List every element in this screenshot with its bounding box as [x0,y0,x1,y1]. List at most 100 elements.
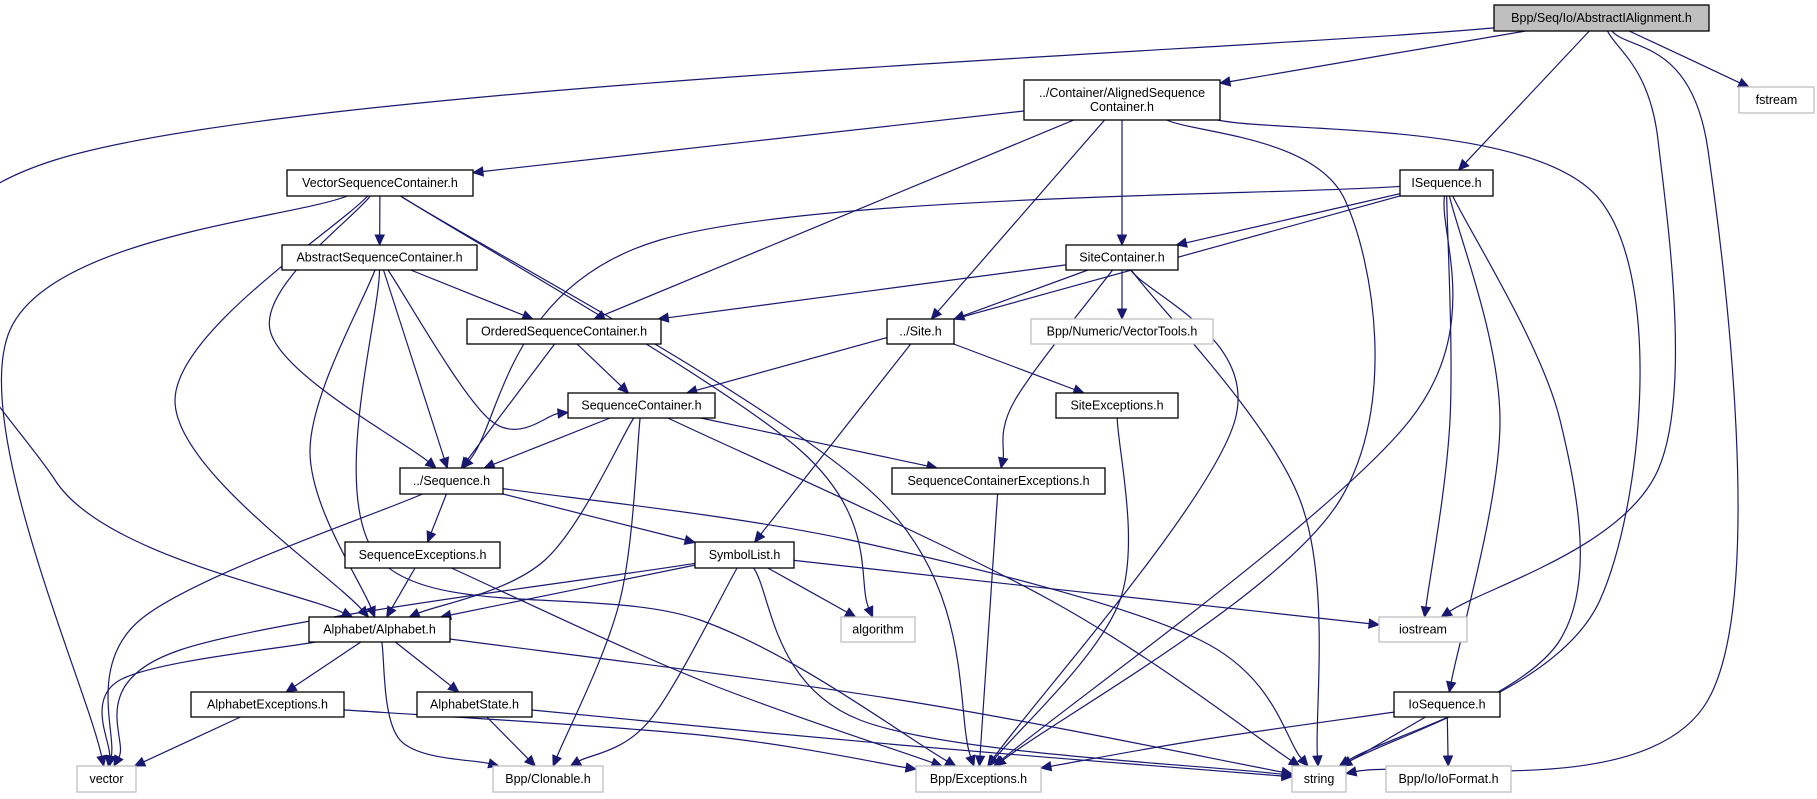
node-vsc[interactable]: VectorSequenceContainer.h [286,169,474,197]
arrowhead-vsc-to-asc [374,234,385,247]
arrowhead-root-to-string [1344,766,1358,777]
edge-alpha-to-alphaexc [294,641,362,687]
node-label-ioseq: IoSequence.h [1408,698,1485,712]
node-sc[interactable]: SequenceContainer.h [567,392,716,419]
node-label-aligned: ../Container/AlignedSequence [1039,86,1205,100]
edge-sc-to-scexc [700,417,928,467]
edge-osc-to-sc [576,343,622,387]
edge-sitec-to-scexc [1002,269,1114,459]
edge-symlist-to-algorithm [767,567,848,613]
node-scexc[interactable]: SequenceContainerExceptions.h [891,467,1106,495]
node-label-string: string [1304,772,1335,786]
node-sitec[interactable]: SiteContainer.h [1065,244,1179,271]
edge-alphastate-to-string [531,709,1283,777]
node-label-seq: ../Sequence.h [413,474,490,488]
edge-ioseq-to-exceptions [1050,711,1395,767]
node-box-string [1291,765,1347,793]
edge-iseq-to-iostream [1425,195,1452,608]
arrowhead-ioseq-to-string [1340,756,1354,767]
node-alpha[interactable]: Alphabet/Alphabet.h [308,616,451,643]
arrowhead-asc-to-osc [521,310,534,321]
node-symlist[interactable]: SymbolList.h [694,541,795,569]
edge-osc-to-seq [466,343,556,461]
node-label-symlist: SymbolList.h [709,548,781,562]
arrowhead-vsc-to-vector [96,754,107,768]
node-osc[interactable]: OrderedSequenceContainer.h [466,318,662,345]
edge-aligned-to-vsc [482,110,1025,173]
arrowhead-sitec-to-string [1312,755,1323,768]
arrowhead-osc-to-sc [617,381,630,394]
edge-scexc-to-exceptions [979,493,999,757]
edge-seq-to-seqexc [430,493,447,533]
node-box-asc [281,244,478,271]
node-string: string [1291,765,1347,793]
arrowhead-iseq-to-iostream [1420,605,1432,619]
edge-sitec-to-exceptions [993,269,1239,759]
node-box-scexc [891,467,1106,495]
node-iseq[interactable]: ISequence.h [1399,169,1494,197]
arrowhead-seqexc-to-alpha [386,605,397,619]
nodes-layer: Bpp/Seq/Io/AbstractIAlignment.h fstream..… [76,4,1815,793]
arrowhead-root-to-iseq [1457,158,1470,171]
node-root[interactable]: Bpp/Seq/Io/AbstractIAlignment.h [1493,4,1710,32]
node-label-sc: SequenceContainer.h [581,399,701,413]
arrowhead-seq-to-string [1296,754,1309,767]
node-alphastate[interactable]: AlphabetState.h [416,691,533,718]
edge-aligned-to-osc [603,119,1075,316]
node-vtools: Bpp/Numeric/VectorTools.h [1030,318,1214,345]
node-alphaexc[interactable]: AlphabetExceptions.h [190,691,345,718]
edge-aligned-to-site [937,119,1106,312]
node-fstream: fstream [1738,86,1815,114]
arrowhead-sc-to-string [1287,755,1301,767]
arrowhead-symlist-to-clonable [569,756,583,767]
node-label-siteexc: SiteExceptions.h [1070,399,1163,413]
edge-sc-to-alpha [418,417,635,614]
node-label-site: ../Site.h [899,325,941,339]
node-seqexc[interactable]: SequenceExceptions.h [344,541,501,569]
node-label-algorithm: algorithm [852,623,903,637]
edge-vsc-to-algorithm [400,195,870,609]
edge-site-to-symlist [760,343,912,535]
arrowhead-alphastate-to-clonable [523,754,537,767]
node-box-seq [399,467,504,495]
arrowhead-sc-to-alpha [408,608,421,618]
edge-root-to-iostream [1449,30,1677,612]
arrowhead-seq-to-symlist [683,534,697,546]
edge-asc-to-sc [387,269,559,430]
arrowhead-sc-to-clonable [552,754,562,768]
edge-ioseq-to-ioformat [1446,716,1449,757]
node-box-symlist [694,541,795,569]
edge-symlist-to-clonable [578,567,738,762]
node-box-seqexc [344,541,501,569]
edge-alpha-to-string [449,638,1283,773]
edge-iseq-to-sitec [1186,193,1401,244]
node-seq[interactable]: ../Sequence.h [399,467,504,495]
node-vector: vector [76,765,137,793]
node-asc[interactable]: AbstractSequenceContainer.h [281,244,478,271]
arrowhead-ioseq-to-exceptions [1039,760,1053,772]
edge-alpha-to-clonable [381,641,490,765]
node-box-root [1493,4,1710,32]
node-box-ioformat [1385,765,1512,793]
edge-root-to-string [1355,30,1739,773]
node-iostream: iostream [1378,616,1468,643]
node-box-osc [466,318,662,345]
node-label-aligned: Container.h [1090,100,1154,114]
node-ioformat: Bpp/Io/IoFormat.h [1385,765,1512,793]
node-ioseq[interactable]: IoSequence.h [1393,691,1501,718]
node-site[interactable]: ../Site.h [886,318,955,345]
edge-vsc-to-exceptions [400,195,972,757]
arrowhead-root-to-aligned [1218,76,1232,87]
arrowhead-siteexc-to-exceptions [988,754,1000,767]
edge-sc-to-string [667,417,1292,761]
arrowhead-asc-to-alpha [366,605,376,619]
edge-iseq-to-sc [696,195,1401,391]
node-siteexc[interactable]: SiteExceptions.h [1055,392,1179,419]
arrowhead-aligned-to-sitec [1116,234,1128,247]
node-box-siteexc [1055,392,1179,419]
edge-symlist-to-alpha [450,564,696,616]
node-label-vsc: VectorSequenceContainer.h [302,176,458,190]
node-label-exceptions: Bpp/Exceptions.h [930,772,1027,786]
